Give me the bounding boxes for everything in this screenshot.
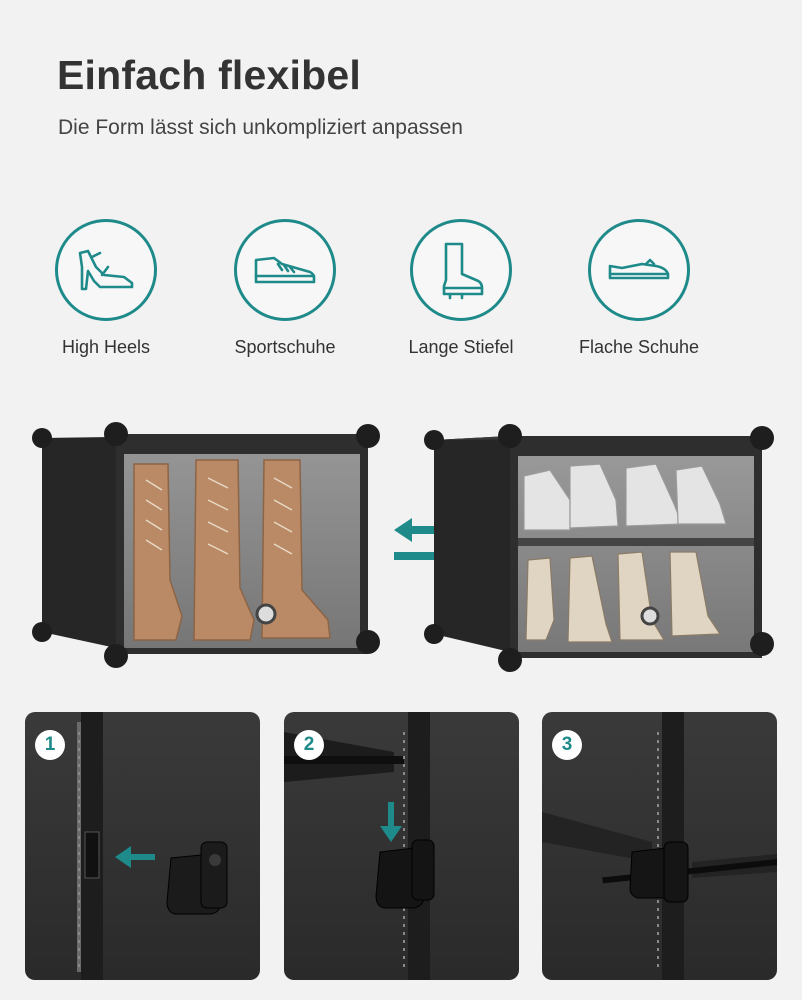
page-subtitle: Die Form lässt sich unkompliziert anpass…	[58, 116, 463, 139]
boot-icon	[410, 219, 512, 321]
page-title: Einfach flexibel	[57, 52, 361, 98]
shoe-type-label: Flache Schuhe	[578, 337, 700, 357]
shoe-type-label: Sportschuhe	[234, 337, 336, 357]
cube-two-levels	[420, 420, 780, 683]
step-panel-1: 1	[25, 712, 260, 980]
flat-shoe-icon	[588, 219, 690, 321]
shoe-type-lange-stiefel: Lange Stiefel	[381, 219, 541, 359]
shoe-type-label: High Heels	[61, 337, 151, 357]
step-number: 2	[294, 730, 324, 760]
shoe-type-sportschuhe: Sportschuhe	[205, 219, 365, 359]
step-panel-2: 2	[284, 712, 519, 980]
shoe-type-high-heels: High Heels	[26, 219, 186, 359]
cube-boots	[28, 420, 388, 683]
step-panel-3: 3	[542, 712, 777, 980]
step-number: 3	[552, 730, 582, 760]
high-heel-icon	[55, 219, 157, 321]
sneaker-icon	[234, 219, 336, 321]
shoe-type-flache-schuhe: Flache Schuhe	[559, 219, 719, 359]
step-number: 1	[35, 730, 65, 760]
shoe-type-label: Lange Stiefel	[408, 337, 514, 357]
